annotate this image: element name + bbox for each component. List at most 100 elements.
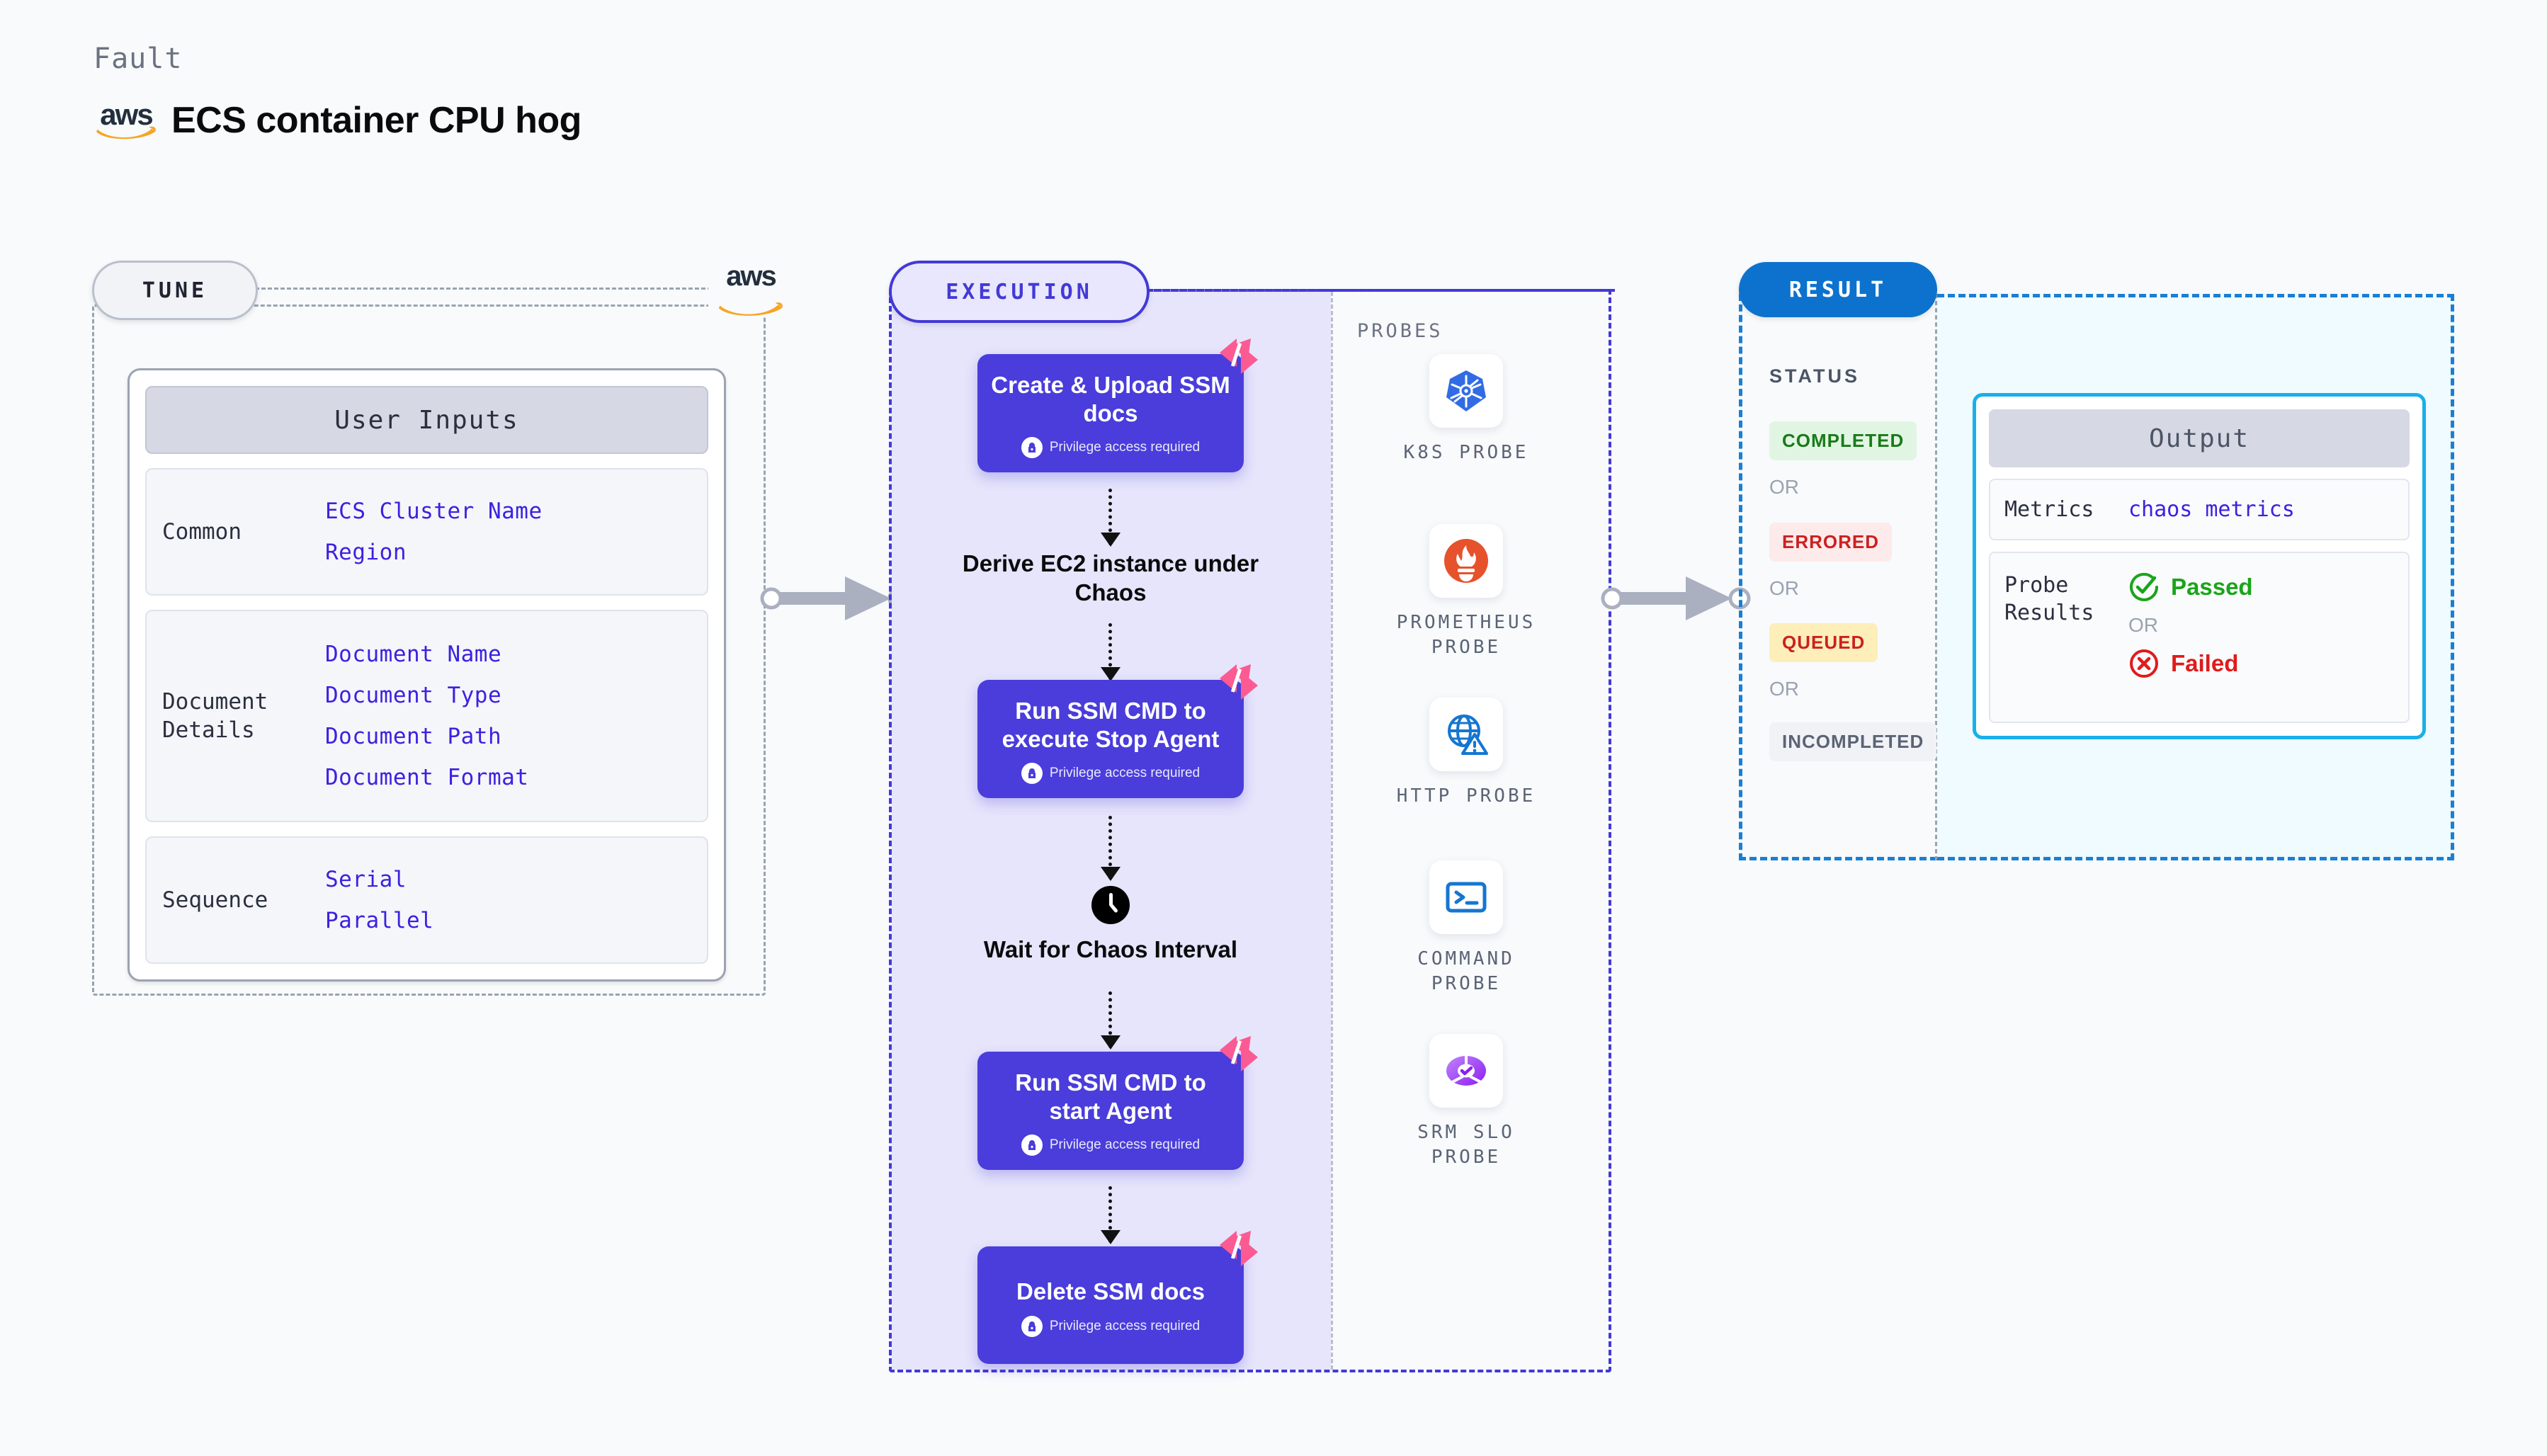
harness-chaos-badge-icon (1220, 1231, 1258, 1266)
input-value[interactable]: Region (325, 540, 407, 565)
execution-step-derive-ec2-instance: Derive EC2 instance under Chaos (955, 549, 1266, 608)
input-group-label: Document Details (162, 688, 268, 743)
page-header: Fault aws ECS container CPU hog (93, 42, 582, 142)
input-group-label: Sequence (162, 887, 268, 913)
passed-label: Passed (2171, 574, 2253, 600)
step-privilege-note: Privilege access required (990, 763, 1231, 785)
input-group-document-details: Document Details Document Name Document … (145, 610, 708, 822)
x-circle-icon (2130, 649, 2158, 678)
fault-eyebrow-label: Fault (93, 42, 183, 75)
probe-prometheus[interactable]: PROMETHEUS PROBE (1378, 524, 1555, 660)
status-badge-errored: ERRORED (1769, 523, 1893, 562)
result-panel (1739, 294, 1937, 860)
output-card: Output Metrics chaos metrics Probe Resul… (1973, 393, 2426, 739)
step-title: Delete SSM docs (1016, 1278, 1205, 1304)
tune-panel-top-dash (255, 288, 744, 290)
status-label: STATUS (1769, 365, 1860, 387)
input-value[interactable]: Document Name (325, 642, 502, 667)
execution-step-run-ssm-cmd-start-agent[interactable]: Run SSM CMD to start Agent Privilege acc… (977, 1036, 1258, 1171)
input-value[interactable]: ECS Cluster Name (325, 499, 543, 524)
probe-k8s[interactable]: K8S PROBE (1378, 354, 1555, 465)
lock-icon (1021, 437, 1043, 459)
result-pill-label: RESULT (1739, 262, 1937, 317)
probe-label: PROMETHEUS PROBE (1396, 612, 1536, 659)
terminal-icon (1446, 882, 1487, 913)
status-badge-incompleted: INCOMPLETED (1769, 722, 1937, 761)
srm-slo-icon (1446, 1053, 1486, 1086)
user-inputs-header: User Inputs (145, 386, 708, 454)
harness-chaos-badge-icon (1220, 1036, 1258, 1071)
output-card-header: Output (1989, 409, 2410, 467)
aws-logo-edge: aws (708, 261, 793, 317)
probe-label: HTTP PROBE (1396, 785, 1536, 807)
execution-pill-label: EXECUTION (889, 261, 1150, 323)
step-title: Run SSM CMD to start Agent (1015, 1069, 1206, 1124)
aws-logo: aws (93, 100, 159, 141)
step-title: Derive EC2 instance under Chaos (962, 550, 1259, 606)
status-badge-queued: QUEUED (1769, 623, 1878, 662)
probes-title: PROBES (1357, 320, 1443, 342)
step-privilege-note: Privilege access required (990, 437, 1231, 459)
probe-srm-slo[interactable]: SRM SLO PROBE (1378, 1034, 1555, 1170)
lock-icon (1021, 763, 1043, 785)
lock-icon (1021, 1315, 1043, 1337)
input-value[interactable]: Document Format (325, 765, 529, 790)
kubernetes-icon (1446, 370, 1486, 411)
probe-label: COMMAND PROBE (1417, 948, 1515, 995)
metrics-value[interactable]: chaos metrics (2128, 497, 2295, 522)
probe-result-failed: Failed (2128, 648, 2253, 679)
flow-arrow (1101, 816, 1121, 881)
input-value[interactable]: Document Type (325, 683, 502, 708)
connector-execution-to-result (1601, 567, 1758, 630)
input-group-sequence: Sequence Serial Parallel (145, 836, 708, 964)
lock-icon (1021, 1134, 1043, 1156)
step-privilege-text: Privilege access required (1049, 1137, 1201, 1153)
http-globe-alert-icon (1448, 715, 1488, 755)
step-title: Run SSM CMD to execute Stop Agent (1002, 698, 1220, 752)
probe-command[interactable]: COMMAND PROBE (1378, 860, 1555, 996)
input-group-common: Common ECS Cluster Name Region (145, 468, 708, 596)
flow-arrow (1101, 489, 1121, 547)
metrics-label: Metrics (2004, 497, 2094, 522)
step-title: Wait for Chaos Interval (983, 936, 1238, 962)
flow-arrow (1101, 991, 1121, 1050)
step-privilege-text: Privilege access required (1049, 766, 1201, 781)
output-row-probe-results: Probe Results Passed OR Failed (1989, 552, 2410, 723)
probes-divider (1331, 292, 1333, 1370)
probe-http[interactable]: HTTP PROBE (1378, 698, 1555, 809)
execution-step-create-upload-ssm-docs[interactable]: Create & Upload SSM docs Privilege acces… (977, 339, 1258, 473)
or-separator: OR (1769, 476, 1799, 498)
input-value[interactable]: Serial (325, 867, 407, 892)
execution-step-delete-ssm-docs[interactable]: Delete SSM docs Privilege access require… (977, 1231, 1258, 1364)
tune-pill-label: TUNE (92, 261, 258, 320)
input-group-label: Common (162, 518, 242, 545)
page-title: ECS container CPU hog (171, 100, 582, 141)
step-privilege-note: Privilege access required (990, 1134, 1231, 1156)
user-inputs-card: User Inputs Common ECS Cluster Name Regi… (127, 368, 726, 982)
output-row-metrics: Metrics chaos metrics (1989, 479, 2410, 540)
check-circle-icon (2130, 572, 2158, 601)
aws-smile-icon (96, 126, 156, 140)
tune-panel (92, 305, 766, 996)
probe-label: SRM SLO PROBE (1417, 1122, 1515, 1168)
step-privilege-text: Privilege access required (1049, 440, 1201, 455)
aws-smile-icon (718, 302, 783, 316)
title-row: aws ECS container CPU hog (93, 99, 582, 142)
input-value[interactable]: Document Path (325, 724, 502, 749)
flow-arrow (1101, 623, 1121, 681)
clock-icon (1091, 886, 1130, 924)
or-separator: OR (1769, 678, 1799, 700)
execution-step-wait-for-chaos-interval: Wait for Chaos Interval (955, 885, 1266, 964)
flow-arrow (1101, 1186, 1121, 1244)
step-privilege-text: Privilege access required (1049, 1318, 1201, 1333)
step-title: Create & Upload SSM docs (991, 372, 1230, 426)
status-badge-completed: COMPLETED (1769, 421, 1917, 460)
probe-label: K8S PROBE (1403, 442, 1529, 463)
probe-results-label: Probe Results (2004, 573, 2094, 625)
execution-step-run-ssm-cmd-stop-agent[interactable]: Run SSM CMD to execute Stop Agent Privil… (977, 664, 1258, 799)
probe-result-passed: Passed (2128, 571, 2253, 603)
harness-chaos-badge-icon (1220, 664, 1258, 700)
step-privilege-note: Privilege access required (990, 1315, 1231, 1337)
input-value[interactable]: Parallel (325, 908, 434, 933)
harness-chaos-badge-icon (1220, 339, 1258, 374)
